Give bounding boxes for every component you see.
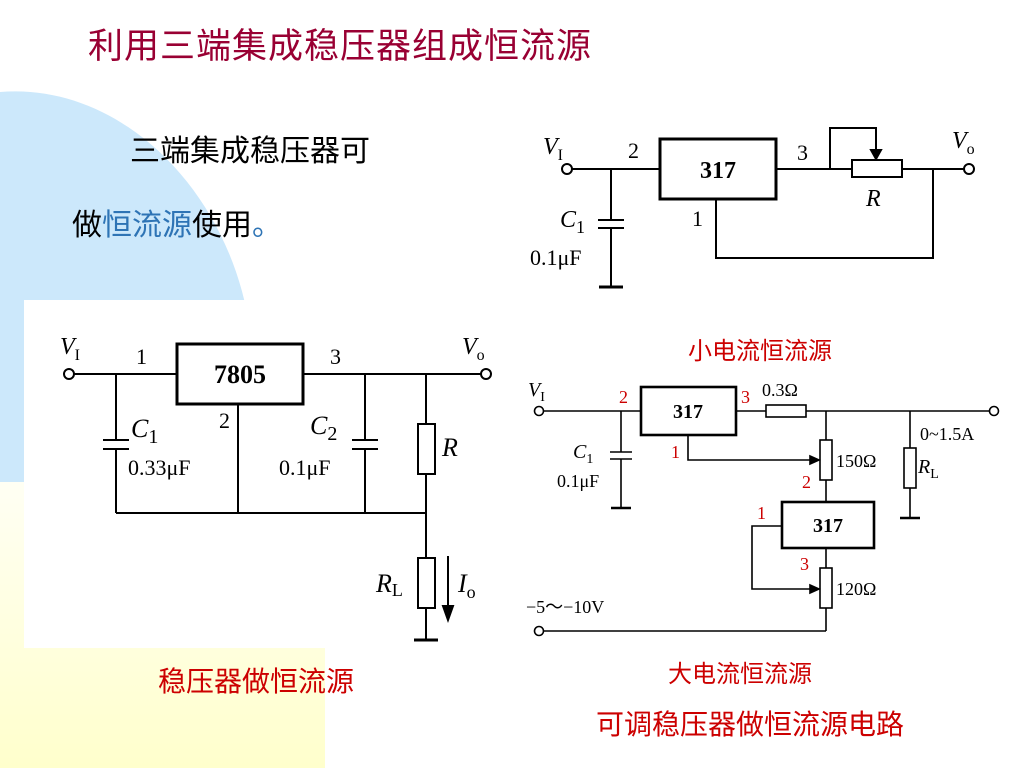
c317l-resistor-r2 <box>819 439 833 481</box>
c317l-u2-label: 317 <box>813 515 843 537</box>
c317l-vi-label: VI <box>528 379 545 405</box>
c7805-vo-label: Vo <box>462 334 485 364</box>
c317l-u1-label: 317 <box>673 401 703 423</box>
c317s-input-terminal <box>561 163 573 175</box>
c317l-u2-pin-adj: 1 <box>757 503 766 523</box>
c7805-chip-label: 7805 <box>214 360 266 389</box>
intro-suffix: 使用 <box>192 208 252 243</box>
c317l-u2-pin-out: 3 <box>800 554 809 574</box>
caption-large-current-source: 大电流恒流源 <box>668 660 812 688</box>
c317l-r2-label: 150Ω <box>836 451 876 471</box>
page-title: 利用三端集成稳压器组成恒流源 <box>88 27 593 67</box>
c317l-u1-pin-adj: 1 <box>671 442 680 462</box>
c317s-vo-label: Vo <box>952 128 975 158</box>
c7805-load-label: RL <box>375 569 403 600</box>
c317l-wiper-arrow-2 <box>809 583 821 595</box>
intro-period: 。 <box>252 208 282 243</box>
c7805-c1-value: 0.33μF <box>128 455 191 480</box>
c317l-wiper-arrow-1 <box>809 454 821 466</box>
c317l-r3-label: 120Ω <box>836 579 876 599</box>
c317s-pin-in: 2 <box>628 138 639 163</box>
c317l-output-range: 0~1.5A <box>920 424 974 444</box>
circuit-317-large-labels: VI 2 317 3 1 0.3Ω 0~1.5A 150Ω 2 317 1 3 … <box>526 379 974 617</box>
c317s-output-terminal <box>963 163 975 175</box>
c317s-resistor-label: R <box>865 186 881 212</box>
c317s-chip-label: 317 <box>700 158 736 184</box>
caption-7805-circuit: 稳压器做恒流源 <box>158 665 355 698</box>
c317s-resistor <box>851 159 903 178</box>
intro-prefix: 做 <box>72 208 102 243</box>
c7805-resistor-label: R <box>441 433 458 462</box>
circuit-7805 <box>63 342 492 642</box>
intro-line-1: 三端集成稳压器可 <box>130 134 370 169</box>
c317l-output-terminal <box>988 405 1000 417</box>
c7805-output-terminal <box>480 368 492 380</box>
c317l-u1-pin-in: 2 <box>619 387 628 407</box>
c317s-cap-label: C1 <box>560 207 585 237</box>
c7805-pin-in: 1 <box>136 344 147 369</box>
c317l-u2-box <box>780 500 876 550</box>
caption-adjustable-circuit: 可调稳压器做恒流源电路 <box>596 708 905 741</box>
c317s-cap-value: 0.1μF <box>530 245 582 270</box>
circuit-317-small <box>561 127 975 289</box>
c7805-current-label: Io <box>457 569 476 602</box>
c317l-neg-supply-label: −5～−10V <box>526 597 604 617</box>
c317l-cap-label: C1 <box>573 441 593 467</box>
c317s-vi-label: VI <box>543 134 563 164</box>
c317l-cap-value: 0.1μF <box>557 471 599 491</box>
c7805-input-terminal <box>63 368 75 380</box>
c317l-resistor-r3 <box>819 567 833 609</box>
c7805-resistor <box>417 423 436 475</box>
c317l-load-label: RL <box>917 456 939 482</box>
c7805-vi-label: VI <box>60 334 80 364</box>
intro-highlight: 恒流源 <box>102 208 192 243</box>
circuit-317-large <box>533 385 1000 637</box>
c317l-resistor-r1 <box>765 404 807 418</box>
intro-line-2: 做恒流源使用。 <box>72 200 282 244</box>
c317s-wiper-arrow <box>869 149 883 162</box>
c317l-input-terminal <box>533 405 545 417</box>
c317l-load-resistor <box>903 447 917 489</box>
c7805-current-arrow <box>441 605 455 623</box>
c7805-c1-label: C1 <box>131 414 158 448</box>
c317l-neg-terminal <box>533 625 545 637</box>
c317l-u1-pin-out: 3 <box>741 387 750 407</box>
c7805-c2-value: 0.1μF <box>279 455 331 480</box>
c317s-pin-adj: 1 <box>692 206 703 231</box>
c7805-load-resistor <box>417 557 436 609</box>
c7805-c2-label: C2 <box>310 411 337 445</box>
c317l-r1-label: 0.3Ω <box>762 380 798 400</box>
c317s-pin-out: 3 <box>797 140 808 165</box>
circuit-7805-labels: VI 1 7805 3 2 Vo C1 0.33μF C2 0.1μF R RL… <box>60 334 485 602</box>
c7805-pin-gnd: 2 <box>219 408 230 433</box>
caption-small-current-source: 小电流恒流源 <box>688 337 832 365</box>
circuit-317-small-labels: VI 2 317 3 1 Vo R C1 0.1μF <box>530 128 975 270</box>
c317l-u2-pin-in: 2 <box>802 472 811 492</box>
c7805-pin-out: 3 <box>330 344 341 369</box>
